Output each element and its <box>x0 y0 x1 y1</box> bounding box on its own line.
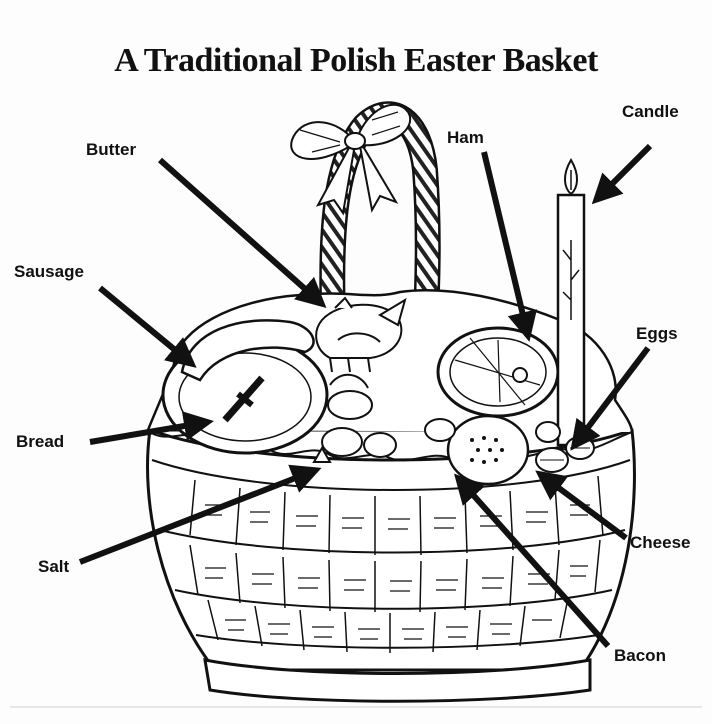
label-cheese: Cheese <box>630 533 690 553</box>
label-bread: Bread <box>16 432 64 452</box>
handle-bow <box>291 105 410 213</box>
label-butter: Butter <box>86 140 136 160</box>
arrow-sausage <box>100 288 192 364</box>
label-candle: Candle <box>622 102 679 122</box>
arrow-butter <box>160 160 322 304</box>
cheese <box>448 416 528 484</box>
label-salt: Salt <box>38 557 69 577</box>
label-sausage: Sausage <box>14 262 84 282</box>
ham <box>438 328 558 416</box>
candle <box>558 160 584 445</box>
label-bacon: Bacon <box>614 646 666 666</box>
label-eggs: Eggs <box>636 324 678 344</box>
arrow-candle <box>596 146 650 200</box>
scan-edge <box>10 706 702 708</box>
label-ham: Ham <box>447 128 484 148</box>
